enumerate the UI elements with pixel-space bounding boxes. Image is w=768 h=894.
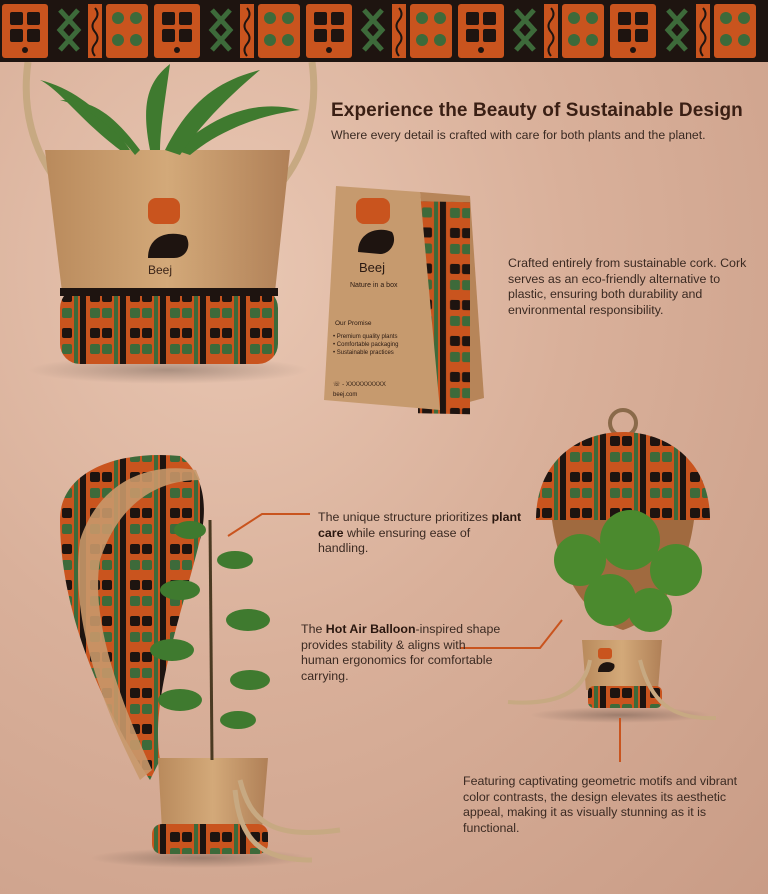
callout-text: The unique structure prioritizes	[318, 510, 492, 524]
closed-balloon-planter	[507, 408, 717, 723]
pattern-banner	[0, 0, 768, 62]
card-phone-text: ☏ - XXXXXXXXXX	[333, 381, 386, 388]
card-promise-item: • Premium quality plants	[333, 334, 397, 340]
card-tagline-text: Nature in a box	[350, 282, 398, 289]
card-promise-item: • Sustainable practices	[333, 350, 394, 356]
callout-connector-lines	[227, 513, 621, 762]
open-balloon-planter	[60, 454, 341, 868]
callout-text: -inspired shape provides stability & ali…	[301, 622, 501, 683]
cork-planter-hanging: Beej	[22, 62, 318, 384]
card-promise-title: Our Promise	[335, 320, 372, 327]
page-headline: Experience the Beauty of Sustainable Des…	[331, 100, 743, 121]
callout-text: The	[301, 622, 326, 636]
callout-hot-air-balloon: The Hot Air Balloon-inspired shape provi…	[301, 622, 501, 684]
card-site-text: beej.com	[333, 392, 357, 398]
page-subheadline: Where every detail is crafted with care …	[331, 128, 706, 142]
geometric-pattern-graphic	[0, 0, 768, 62]
brand-card: Beej Nature in a box Our Promise • Premi…	[324, 186, 484, 415]
callout-text: while ensuring ease of handling.	[318, 525, 471, 556]
callout-emphasis: plant care	[318, 510, 522, 540]
callout-cork: Crafted entirely from sustainable cork. …	[508, 256, 747, 317]
product-scene-illustration: Beej Beej Nature in a box Our Promise • …	[22, 62, 717, 868]
callout-emphasis: Hot Air Balloon	[325, 622, 416, 636]
card-brand-text: Beej	[359, 260, 385, 275]
pot-brand-text: Beej	[148, 263, 172, 277]
card-promise-item: • Comfortable packaging	[333, 342, 398, 348]
callout-motifs: Featuring captivating geometric motifs a…	[463, 774, 738, 835]
callout-plant-care: The unique structure prioritizes plant c…	[318, 510, 523, 557]
